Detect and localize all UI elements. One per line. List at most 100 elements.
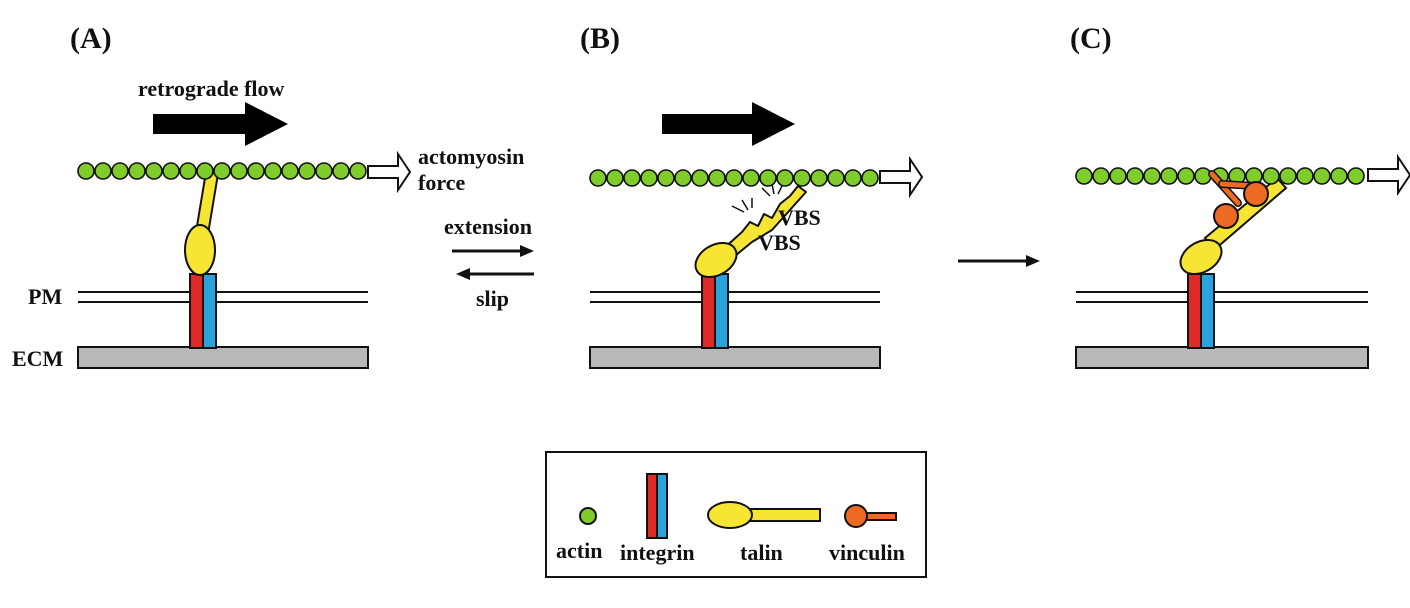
legend-vinculin-head bbox=[844, 504, 868, 528]
actin-bead bbox=[776, 169, 794, 187]
actin-bead bbox=[623, 169, 641, 187]
panel-label-b: (B) bbox=[580, 22, 620, 55]
panel-label-a: (A) bbox=[70, 22, 112, 55]
actomyosin-force-arrow-b bbox=[879, 155, 924, 199]
actin-bead bbox=[640, 169, 658, 187]
actin-bead bbox=[332, 162, 350, 180]
actin-bead bbox=[213, 162, 231, 180]
actin-bead bbox=[1075, 167, 1093, 185]
actin-bead bbox=[1262, 167, 1280, 185]
actin-bead bbox=[264, 162, 282, 180]
actin-bead bbox=[247, 162, 265, 180]
actin-bead bbox=[589, 169, 607, 187]
ecm-layer-b bbox=[589, 346, 881, 369]
pm-label: PM bbox=[28, 284, 62, 309]
actin-bead bbox=[742, 169, 760, 187]
legend-integrin-label: integrin bbox=[620, 540, 695, 565]
legend-actin-icon bbox=[579, 507, 597, 525]
actin-bead bbox=[606, 169, 624, 187]
actin-bead bbox=[1092, 167, 1110, 185]
integrin-blue-b bbox=[714, 273, 729, 349]
actin-bead bbox=[674, 169, 692, 187]
actin-bead bbox=[162, 162, 180, 180]
vbs-label-1: VBS bbox=[778, 205, 821, 230]
legend-talin-head bbox=[707, 501, 753, 529]
ecm-label: ECM bbox=[12, 346, 64, 371]
force-label: force bbox=[418, 170, 465, 195]
actin-bead bbox=[861, 169, 879, 187]
talin-head-c bbox=[1179, 238, 1223, 276]
legend-talin-label: talin bbox=[740, 540, 783, 565]
actin-bead bbox=[708, 169, 726, 187]
legend-integrin-red bbox=[646, 473, 658, 539]
actin-bead bbox=[128, 162, 146, 180]
actin-bead bbox=[1279, 167, 1297, 185]
actin-bead bbox=[349, 162, 367, 180]
legend-vinculin-label: vinculin bbox=[829, 540, 905, 565]
actin-bead bbox=[1347, 167, 1365, 185]
extension-arrow-head bbox=[520, 245, 534, 257]
integrin-red-a bbox=[189, 273, 204, 349]
actin-bead bbox=[759, 169, 777, 187]
actomyosin-force-arrow-a bbox=[367, 150, 412, 194]
integrin-red-b bbox=[701, 273, 716, 349]
actin-bead bbox=[94, 162, 112, 180]
actin-bead bbox=[1313, 167, 1331, 185]
panel-b: VBS VBS bbox=[589, 102, 924, 369]
legend: actin integrin talin vinculin bbox=[545, 451, 927, 578]
integrin-red-c bbox=[1187, 273, 1202, 349]
actin-bead bbox=[1330, 167, 1348, 185]
panel-c bbox=[1075, 153, 1410, 369]
actin-bead bbox=[77, 162, 95, 180]
vinculin-head-2 bbox=[1243, 181, 1269, 207]
actin-bead bbox=[196, 162, 214, 180]
slip-arrow-head bbox=[456, 268, 470, 280]
integrin-blue-c bbox=[1200, 273, 1215, 349]
actin-bead bbox=[810, 169, 828, 187]
panel-a: retrograde flow ECM PM actomyosin force bbox=[12, 76, 524, 371]
actin-filament-c bbox=[1075, 167, 1365, 185]
actin-bead bbox=[230, 162, 248, 180]
actin-bead bbox=[827, 169, 845, 187]
actomyosin-force-arrow-c bbox=[1367, 153, 1410, 197]
talin-head-a bbox=[184, 224, 216, 276]
legend-integrin-blue bbox=[656, 473, 668, 539]
extension-label: extension bbox=[444, 214, 532, 239]
actomyosin-label: actomyosin bbox=[418, 144, 524, 169]
actin-bead bbox=[298, 162, 316, 180]
actin-bead bbox=[315, 162, 333, 180]
legend-talin-rod bbox=[747, 508, 821, 522]
actin-bead bbox=[1109, 167, 1127, 185]
actin-bead bbox=[793, 169, 811, 187]
actin-bead bbox=[179, 162, 197, 180]
actin-bead bbox=[691, 169, 709, 187]
actin-bead bbox=[1143, 167, 1161, 185]
actin-bead bbox=[844, 169, 862, 187]
ecm-layer-c bbox=[1075, 346, 1369, 369]
vbs-label-2: VBS bbox=[758, 230, 801, 255]
vinculin-head-1 bbox=[1213, 203, 1239, 229]
retrograde-flow-arrow-b bbox=[662, 102, 795, 146]
panel-label-c: (C) bbox=[1070, 22, 1112, 55]
vinculin-tail-1-fill bbox=[1209, 171, 1241, 206]
ecm-layer-a bbox=[77, 346, 369, 369]
integrin-blue-a bbox=[202, 273, 217, 349]
actin-bead bbox=[725, 169, 743, 187]
slip-label: slip bbox=[476, 286, 509, 311]
transition-arrow bbox=[958, 255, 1040, 267]
actin-bead bbox=[281, 162, 299, 180]
actin-bead bbox=[657, 169, 675, 187]
retrograde-flow-label: retrograde flow bbox=[138, 76, 285, 101]
actin-bead bbox=[1296, 167, 1314, 185]
actin-filament-a bbox=[77, 162, 367, 180]
legend-vinculin-tail bbox=[865, 512, 897, 521]
actin-bead bbox=[1160, 167, 1178, 185]
actin-filament-b bbox=[589, 169, 879, 187]
actin-bead bbox=[111, 162, 129, 180]
talin-rod-b bbox=[721, 185, 807, 261]
retrograde-flow-arrow-a bbox=[153, 102, 288, 146]
extension-slip-arrows: extension slip bbox=[444, 214, 534, 311]
actin-bead bbox=[1126, 167, 1144, 185]
actin-bead bbox=[1177, 167, 1195, 185]
